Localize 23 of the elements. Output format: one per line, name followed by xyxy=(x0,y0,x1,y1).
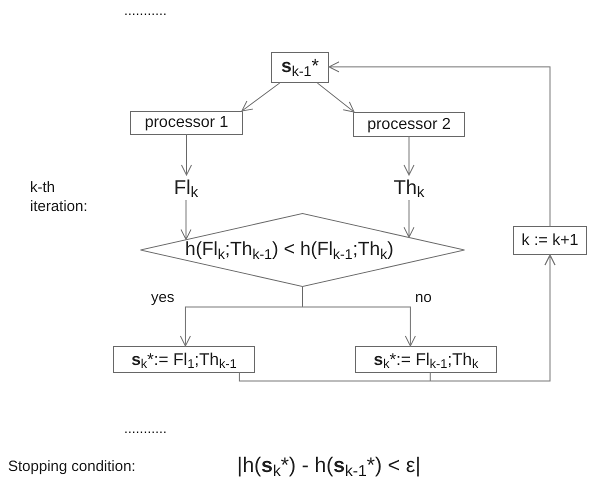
arrow xyxy=(241,82,280,112)
dots: ........... xyxy=(124,1,167,20)
arrow xyxy=(180,200,192,240)
process-box: processor 1 xyxy=(130,111,243,135)
arrow xyxy=(181,134,192,176)
process-box: s$_{k}$*:= Fl$_{1}$;Th$_{k-1}$ xyxy=(113,346,255,373)
arrow xyxy=(404,136,414,176)
arrow xyxy=(328,61,550,226)
process-box: k := k+1 xyxy=(513,226,587,255)
formula: |h(s$_{k}$*) - h(s$_{k-1}$*) < ε| xyxy=(237,453,421,482)
process-box: s$_{k-1}$* xyxy=(271,52,329,83)
condition-text: h(Fl$_{k}$;Th$_{k-1}$) < h(Fl$_{k-1}$;Th$_{k}$) xyxy=(185,240,394,259)
arrow xyxy=(430,254,556,382)
process-box: s$_{k}$*:= Fl$_{k-1}$;Th$_{k}$ xyxy=(355,346,497,373)
condition-label: Stopping condition: xyxy=(8,457,136,477)
variable-label: Th$_{k}$ xyxy=(394,178,424,198)
arrow xyxy=(302,286,416,346)
dots: ........... xyxy=(124,419,167,438)
process-box: processor 2 xyxy=(353,112,465,137)
arrow xyxy=(404,200,414,238)
iteration-label: k-th iteration: xyxy=(30,178,89,216)
variable-label: Fl$_{k}$ xyxy=(174,178,198,198)
arrow xyxy=(316,82,355,112)
